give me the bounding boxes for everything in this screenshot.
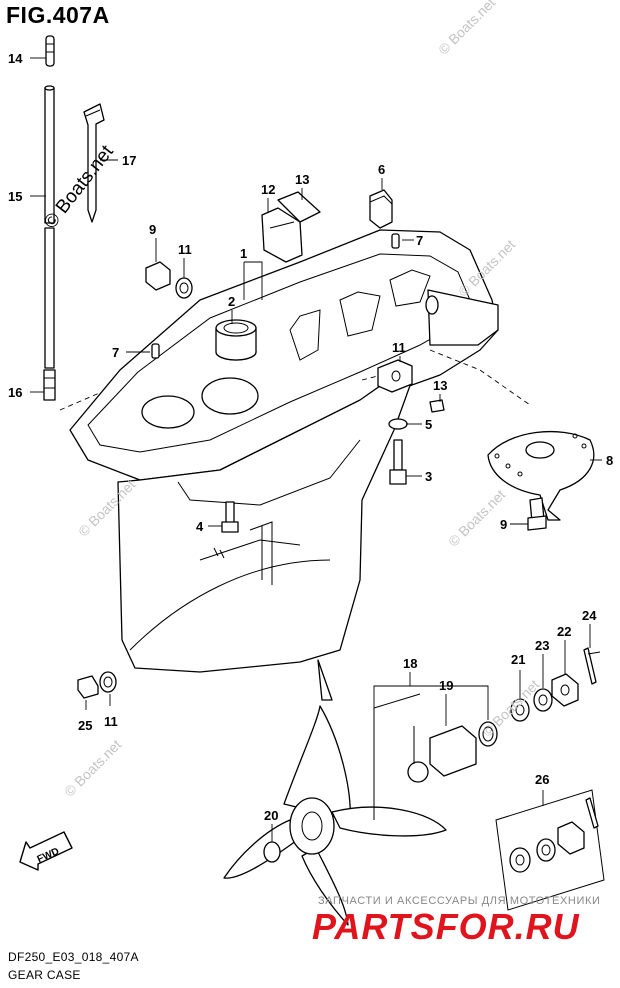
promo-line: ЗАПЧАСТИ И АКСЕССУАРЫ ДЛЯ МОТОТЕХНИКИ bbox=[318, 895, 601, 907]
callout-12-visible: 11 bbox=[392, 340, 406, 355]
callout-11-upper: 11 bbox=[178, 242, 192, 257]
bolt-left bbox=[221, 501, 239, 533]
anode-piece bbox=[369, 189, 393, 229]
callout-18: 16 bbox=[8, 385, 22, 400]
drain-plug-lower bbox=[77, 671, 117, 699]
callout-5: 5 bbox=[425, 417, 432, 432]
callout-26: 24 bbox=[582, 608, 597, 623]
callout-7-right: 7 bbox=[416, 233, 423, 248]
callout-24: 22 bbox=[557, 624, 571, 639]
callout-19: 17 bbox=[122, 153, 136, 168]
shift-rod-coupler bbox=[43, 369, 56, 401]
callout-25: 23 bbox=[535, 638, 549, 653]
diagram-code: DF250_E03_018_407A bbox=[8, 950, 139, 964]
shift-rod-lower bbox=[44, 227, 55, 369]
cover-plate bbox=[361, 359, 413, 393]
diagram-caption: GEAR CASE bbox=[8, 968, 81, 982]
callout-23: 21 bbox=[511, 652, 525, 667]
callout-14: 12 bbox=[261, 182, 275, 197]
callout-1: 1 bbox=[240, 246, 247, 261]
callout-21: 19 bbox=[439, 678, 453, 693]
shift-rod-assembly bbox=[43, 35, 119, 411]
callout-10: 9 bbox=[149, 222, 156, 237]
dowel-pin-left bbox=[151, 343, 160, 359]
callout-9-visible: 9 bbox=[500, 517, 507, 532]
callout-16: 14 bbox=[8, 51, 23, 66]
kit-box bbox=[495, 789, 605, 911]
callout-6: 6 bbox=[378, 162, 385, 177]
callout-22: 20 bbox=[264, 808, 278, 823]
callout-4: 4 bbox=[196, 519, 204, 534]
callout-15: 13 bbox=[295, 172, 309, 187]
callout-11-lower-visible: 11 bbox=[104, 714, 118, 729]
shift-rod-top-fitting bbox=[45, 35, 55, 67]
leader-lines bbox=[30, 57, 602, 842]
callout-2: 2 bbox=[228, 294, 235, 309]
fasteners-right bbox=[388, 399, 445, 485]
promo-brand-logo: PARTSFOR.RU bbox=[312, 906, 580, 947]
figure-title: FIG.407A bbox=[6, 2, 110, 28]
callout-7-left: 7 bbox=[112, 345, 119, 360]
prop-nut-set bbox=[510, 647, 601, 722]
callout-3: 3 bbox=[425, 469, 432, 484]
bracket-parts bbox=[261, 191, 321, 263]
callout-13-real: 13 bbox=[433, 378, 447, 393]
gear-case-housing bbox=[69, 229, 499, 701]
seal-clip bbox=[83, 103, 105, 223]
callout-27: 25 bbox=[78, 718, 92, 733]
trim-tab bbox=[429, 349, 595, 531]
thrust-bushing bbox=[373, 693, 498, 820]
propeller bbox=[223, 705, 447, 926]
dowel-pin-right bbox=[391, 233, 400, 249]
callout-28: 26 bbox=[535, 772, 549, 787]
callout-8: 8 bbox=[606, 453, 613, 468]
callouts: 14 15 16 17 9 11 1 2 7 12 13 6 7 12 11 1… bbox=[8, 51, 613, 823]
callout-20: 18 bbox=[403, 656, 417, 671]
drain-plug-upper bbox=[145, 261, 193, 299]
callout-17: 15 bbox=[8, 189, 22, 204]
forward-arrow-icon: FWD bbox=[19, 831, 73, 871]
